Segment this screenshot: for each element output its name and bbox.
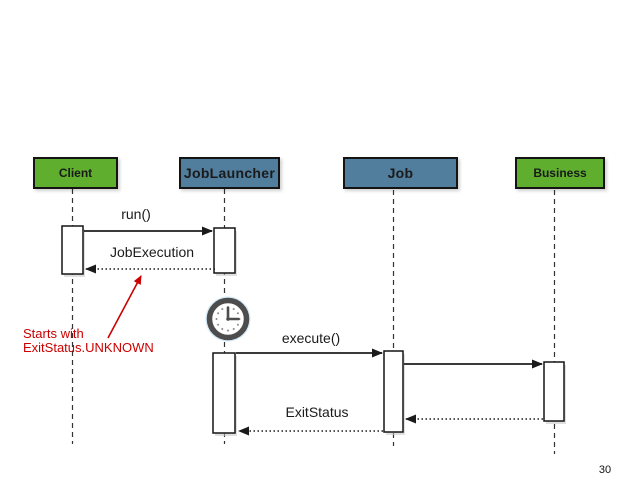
activation-client xyxy=(61,225,84,275)
annotation-line1: Starts with xyxy=(23,326,84,341)
annotation-line2: ExitStatus.UNKNOWN xyxy=(23,340,154,355)
messages xyxy=(84,226,543,436)
message-label-exitstatus: ExitStatus xyxy=(285,404,349,420)
message-label-run: run() xyxy=(121,206,151,222)
activation-joblauncher-2 xyxy=(212,352,236,434)
participant-box-job: Job xyxy=(343,157,458,189)
participant-box-business: Business xyxy=(515,157,605,189)
clock-icon xyxy=(205,296,251,342)
message-label-jobexecution: JobExecution xyxy=(109,244,195,260)
activation-job xyxy=(383,350,404,433)
participant-box-client: Client xyxy=(33,157,118,189)
annotation-text: Starts with ExitStatus.UNKNOWN xyxy=(23,327,154,355)
page-number: 30 xyxy=(598,464,612,476)
annotation-arrow xyxy=(107,275,142,339)
participant-box-joblauncher: JobLauncher xyxy=(179,157,280,189)
message-label-execute: execute() xyxy=(281,330,341,346)
activation-joblauncher-1 xyxy=(213,227,236,274)
activations xyxy=(61,225,566,436)
activation-business xyxy=(543,361,565,422)
